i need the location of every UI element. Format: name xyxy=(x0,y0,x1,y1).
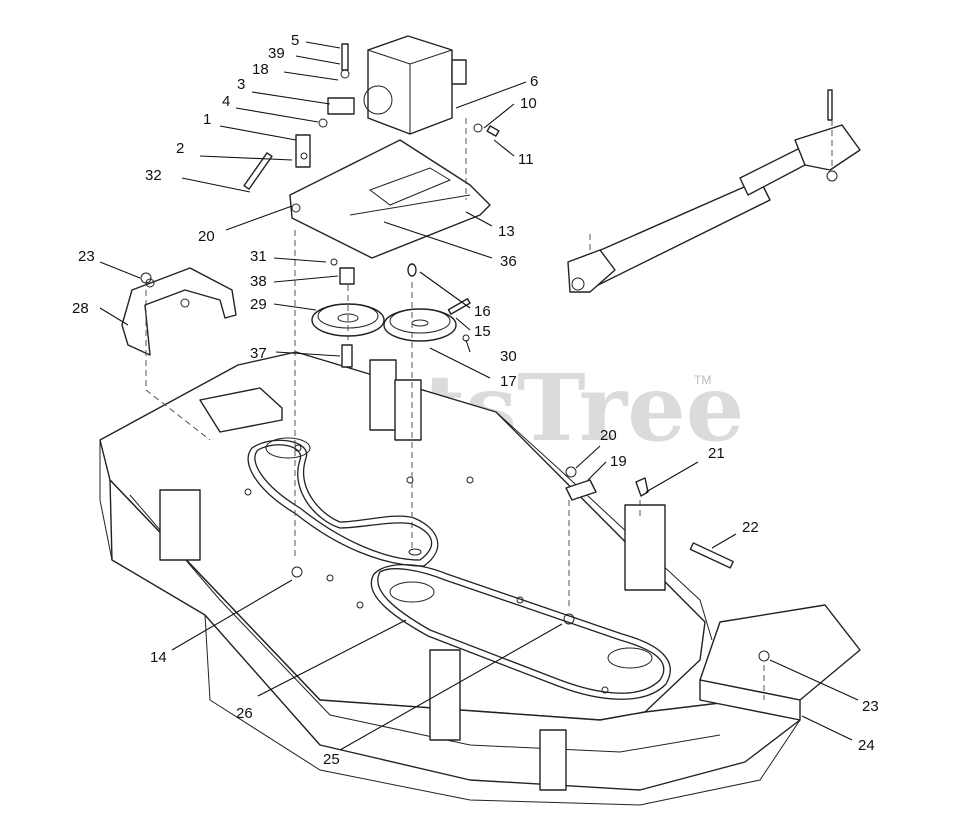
alignment-lines xyxy=(145,118,765,700)
callout-26: 26 xyxy=(236,705,253,722)
callout-6: 6 xyxy=(530,73,538,90)
callout-21: 21 xyxy=(708,445,725,462)
callout-28: 28 xyxy=(72,300,89,317)
deck-brackets xyxy=(159,359,861,791)
callout-2: 2 xyxy=(176,140,184,157)
drive-shaft xyxy=(567,89,861,293)
callout-29: 29 xyxy=(250,296,267,313)
callout-19: 19 xyxy=(610,453,627,470)
callout-20-right: 20 xyxy=(600,427,617,444)
callout-32: 32 xyxy=(145,167,162,184)
callout-31: 31 xyxy=(250,248,267,265)
deck-bolts xyxy=(140,272,770,662)
mounting-plate xyxy=(289,139,491,259)
callout-1: 1 xyxy=(203,111,211,128)
callout-labels: 1 1 2 3 4 5 6 10 11 13 14 15 16 17 18 19… xyxy=(72,32,879,768)
callout-10: 10 xyxy=(520,95,537,112)
small-hardware xyxy=(243,43,500,368)
callout-18: 18 xyxy=(252,61,269,78)
pin-32 xyxy=(243,152,273,190)
callout-23-right: 23 xyxy=(862,698,879,715)
callout-30: 30 xyxy=(500,348,517,365)
left-bracket xyxy=(121,267,237,356)
callout-38: 38 xyxy=(250,273,267,290)
bracket-3 xyxy=(327,97,355,115)
bracket-1 xyxy=(295,134,311,168)
callout-17: 17 xyxy=(500,373,517,390)
callout-3: 3 xyxy=(237,76,245,93)
pulleys xyxy=(311,298,471,342)
callout-4: 4 xyxy=(222,93,230,110)
key-16 xyxy=(407,263,417,277)
callout-5b: 5 xyxy=(291,32,299,49)
callout-13: 13 xyxy=(498,223,515,240)
pin-37 xyxy=(341,344,353,368)
callout-23-left: 23 xyxy=(78,248,95,265)
callout-37: 37 xyxy=(250,345,267,362)
watermark-trademark: TM xyxy=(694,373,711,387)
callout-36: 36 xyxy=(500,253,517,270)
callout-22: 22 xyxy=(742,519,759,536)
callout-39: 39 xyxy=(268,45,285,62)
callout-24: 24 xyxy=(858,737,875,754)
spacer-38 xyxy=(339,267,355,285)
leader-lines xyxy=(99,41,859,751)
callout-25: 25 xyxy=(323,751,340,768)
callout-16: 16 xyxy=(474,303,491,320)
bolt-5 xyxy=(341,43,349,71)
callout-15: 15 xyxy=(474,323,491,340)
callout-11: 11 xyxy=(518,151,534,168)
gearbox xyxy=(363,35,467,135)
callout-20-top: 20 xyxy=(198,228,215,245)
right-parts xyxy=(565,466,734,569)
callout-14: 14 xyxy=(150,649,167,666)
